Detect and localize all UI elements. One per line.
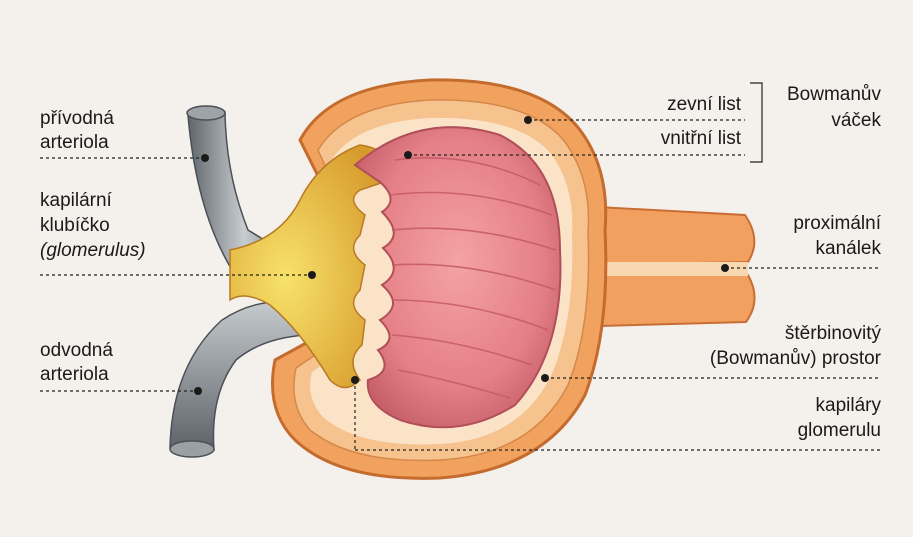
label-efferent-line1: odvodná — [40, 340, 113, 362]
label-afferent-line2: arteriola — [40, 132, 109, 154]
label-space-line2: (Bowmanův) prostor — [710, 348, 881, 370]
label-glomerulus-line2: klubíčko — [40, 215, 110, 237]
label-bowman-line1: Bowmanův — [787, 84, 881, 106]
label-outer-layer: zevní list — [667, 94, 741, 116]
label-space-line1: štěrbinovitý — [785, 323, 881, 345]
label-efferent-line2: arteriola — [40, 364, 109, 386]
label-proximal-line2: kanálek — [816, 238, 882, 260]
label-glomerulus-line3: (glomerulus) — [40, 240, 146, 262]
label-capillary-line2: glomerulu — [798, 420, 881, 442]
label-space-line2-rest: prostor — [822, 348, 881, 369]
label-glomerulus-line1: kapilární — [40, 190, 112, 212]
label-space-line2-italic: (Bowmanův) — [710, 348, 817, 369]
label-inner-layer: vnitřní list — [661, 128, 741, 150]
label-bowman-line2: váček — [831, 110, 881, 132]
label-capillary-line1: kapiláry — [816, 395, 881, 417]
label-afferent-line1: přívodná — [40, 108, 114, 130]
label-proximal-line1: proximální — [793, 213, 881, 235]
